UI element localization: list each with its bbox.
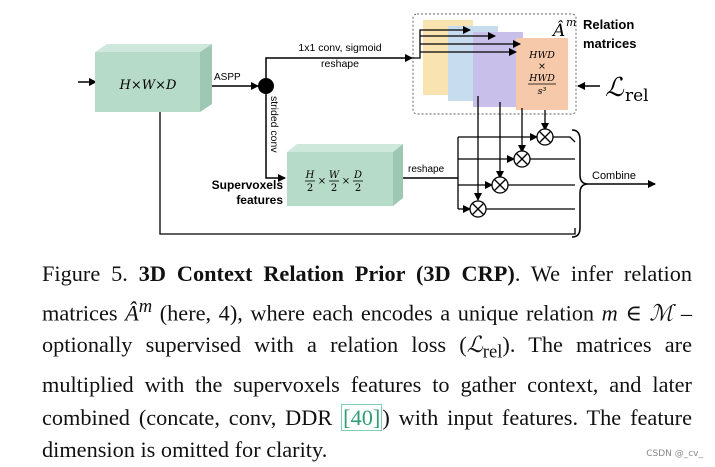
multiply-icon xyxy=(491,176,509,194)
input-feature-block: H×W×D xyxy=(95,44,212,112)
caption-text-5: ) with input features. The feature dimen… xyxy=(42,404,692,463)
matrix-den: s³ xyxy=(538,86,547,97)
caption-loss-sub: rel xyxy=(482,341,503,363)
matrix-times: × xyxy=(538,61,546,72)
multiply-icon xyxy=(513,150,531,168)
matrix-num-1: HWD xyxy=(528,50,555,61)
caption-m-var: m xyxy=(601,299,618,325)
supervoxels-label-1: Supervoxels xyxy=(212,178,284,192)
watermark: CSDN @_cv_ xyxy=(646,449,703,459)
conv-arrow xyxy=(265,54,413,78)
relation-label-1: Relation xyxy=(583,17,634,32)
caption-set-symbol: ℳ xyxy=(649,299,674,325)
multiply-nodes xyxy=(469,128,554,218)
matrix-num-2: HWD xyxy=(528,73,555,84)
caption-matrix-sup: m xyxy=(138,295,153,317)
supervoxel-block: H 2 × W 2 × D 2 xyxy=(287,144,403,206)
caption-text-3: – optionally supervised with a relation … xyxy=(42,299,692,358)
sv-h-den: 2 xyxy=(307,183,313,194)
caption-matrix-symbol: Â xyxy=(125,299,139,325)
relation-matrix-4 xyxy=(516,38,568,110)
multiply-icon xyxy=(469,200,487,218)
conv-label: 1x1 conv, sigmoid xyxy=(298,42,381,54)
relation-matrix-3 xyxy=(473,32,523,107)
caption-element-of: ∈ xyxy=(625,299,642,325)
supervoxels-label-2: features xyxy=(236,193,283,207)
matrix-superscript: m xyxy=(566,16,576,29)
caption-text-4: ). The matrices are multiplied with the … xyxy=(42,332,693,430)
caption-text-2: (here, 4), where each encodes a unique r… xyxy=(159,299,595,325)
sv-w: W xyxy=(329,170,340,181)
figure-caption: Figure 5. 3D Context Relation Prior (3D … xyxy=(42,258,692,467)
caption-text-1: . We infer relation matrices xyxy=(42,261,693,325)
loss-symbol: ℒ xyxy=(605,73,625,103)
relation-label-2: matrices xyxy=(583,36,636,51)
multiply-icon xyxy=(536,128,554,146)
conv-reshape-label: reshape xyxy=(321,58,359,70)
crp-diagram: H×W×D ASPP 1x1 conv, sigmoid reshape str… xyxy=(78,13,656,238)
caption-prefix: Figure 5. xyxy=(42,261,128,286)
strided-label: strided conv xyxy=(268,96,280,153)
strided-arrow xyxy=(265,94,286,182)
sv-h: H xyxy=(305,170,315,181)
caption-title: 3D Context Relation Prior (3D CRP) xyxy=(138,261,515,286)
combine-label: Combine xyxy=(592,170,636,182)
loss-subscript: rel xyxy=(625,86,649,106)
aspp-label: ASPP xyxy=(214,72,241,83)
reshape-label: reshape xyxy=(408,164,445,175)
citation-link[interactable]: [40] xyxy=(341,403,383,431)
sv-w-den: 2 xyxy=(331,183,337,194)
junction-node xyxy=(258,78,274,94)
matrix-symbol: Â xyxy=(551,20,565,41)
caption-loss-symbol: ℒ xyxy=(466,332,483,358)
input-block-label: H×W×D xyxy=(119,78,177,93)
sv-d-den: 2 xyxy=(355,183,361,194)
svg-text:×: × xyxy=(342,176,350,187)
sv-d: D xyxy=(353,170,362,181)
combine-brace xyxy=(571,129,589,238)
svg-text:×: × xyxy=(318,176,326,187)
relation-matrices-box xyxy=(412,13,577,115)
